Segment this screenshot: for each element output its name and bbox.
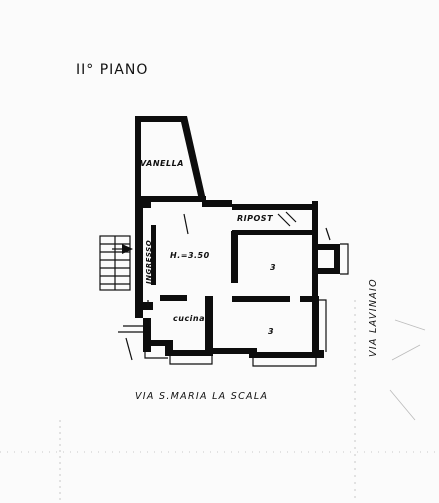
street-south-label: VIA S.MARIA LA SCALA — [135, 391, 268, 402]
room-number-upper: 3 — [270, 263, 276, 272]
balconies — [118, 243, 349, 367]
ripostiglio-label: RIPOST — [237, 214, 273, 223]
street-east-label: VIA LAVINAIO — [368, 278, 379, 357]
scan-artifacts — [0, 300, 439, 500]
room-number-lower: 3 — [268, 327, 274, 336]
height-label: H.=3.50 — [170, 251, 210, 260]
vanella-label: VANELLA — [140, 159, 184, 168]
cucina-label: cucina — [173, 314, 205, 323]
vanella-room: VANELLA — [135, 116, 206, 202]
floor-title: II° PIANO — [76, 62, 148, 78]
room-details — [147, 211, 331, 326]
staircase — [99, 235, 131, 291]
ingresso-label: INGRESSO — [145, 240, 153, 284]
apartment-walls — [112, 200, 340, 358]
